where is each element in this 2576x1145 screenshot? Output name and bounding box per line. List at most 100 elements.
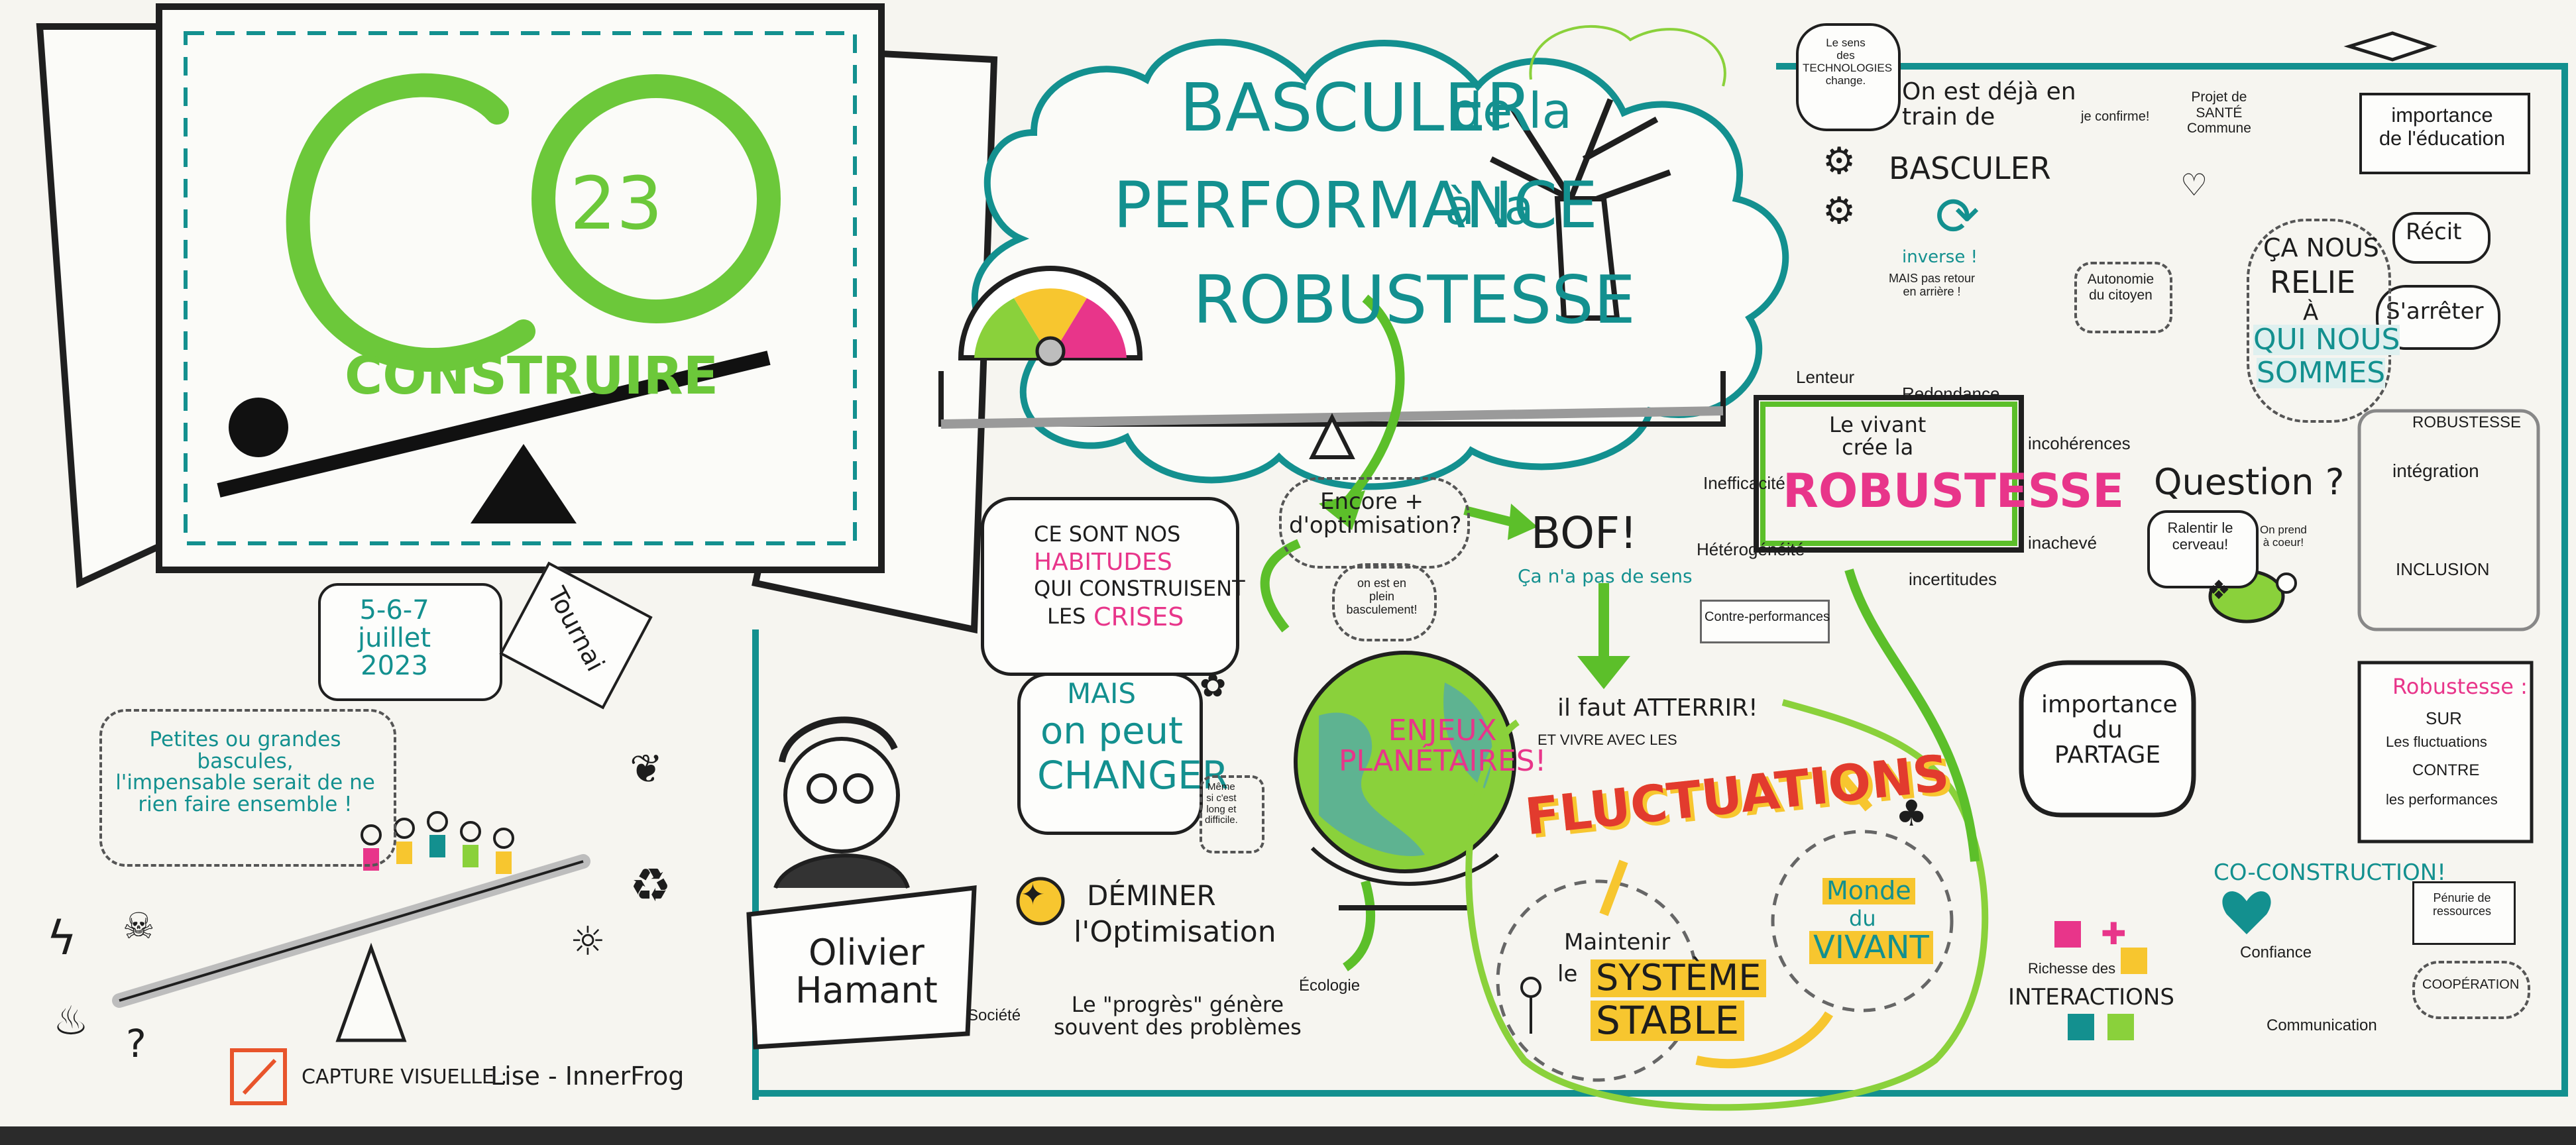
demine-line1: DÉMINER bbox=[1087, 879, 1216, 912]
gear-icon: ⚙ bbox=[1822, 140, 1856, 183]
habits-line3: QUI CONSTRUISENT bbox=[1034, 576, 1245, 601]
integration-bottom: INCLUSION bbox=[2396, 559, 2490, 579]
education-text: importance de l'éducation bbox=[2379, 103, 2506, 150]
maintain-line2: le bbox=[1557, 961, 1578, 987]
fire-icon: ♨ bbox=[53, 998, 89, 1044]
globe-label: ENJEUX PLANÉTAIRES! bbox=[1339, 714, 1547, 779]
title-a-la: à la bbox=[1445, 179, 1534, 236]
robust-around-2: incohérences bbox=[2028, 433, 2131, 453]
relie-line1: ÇA NOUS bbox=[2263, 233, 2379, 262]
education-box bbox=[2359, 93, 2530, 174]
relie-line2: RELIE bbox=[2270, 264, 2356, 300]
monde-line1: Monde bbox=[1822, 877, 1915, 904]
left-bubble-text: Petites ou grandes bascules, l'impensabl… bbox=[115, 728, 375, 816]
skull-icon: ☠ bbox=[123, 905, 155, 947]
robust-sur-line2: SUR bbox=[2426, 708, 2462, 728]
progress-text: Le "progrès" génère souvent des problème… bbox=[1054, 992, 1302, 1040]
richesse-word: INTERACTIONS bbox=[2008, 984, 2174, 1010]
gear-icon-2: ⚙ bbox=[1822, 190, 1856, 233]
puzzle-icon: ✚ bbox=[2101, 916, 2127, 952]
optimisation-bubble bbox=[1279, 477, 1470, 569]
maintain-word1: SYSTÈME bbox=[1591, 959, 1767, 997]
tech-bubble bbox=[1796, 23, 1901, 131]
arreter-text: S'arrêter bbox=[2386, 298, 2484, 325]
robustesse-small: ROBUSTESSE bbox=[2412, 413, 2522, 431]
coconstruction-text: CO-CONSTRUCTION! bbox=[2213, 859, 2446, 886]
logo-word: CONSTRUIRE bbox=[345, 347, 718, 406]
globe-bubble: on est en plein basculement! bbox=[1346, 576, 1418, 617]
change-line3: CHANGER bbox=[1037, 753, 1229, 798]
robust-cluster-word: ROBUSTESSE bbox=[1783, 464, 2125, 518]
confirm-text: je confirme! bbox=[2081, 109, 2150, 124]
robust-cluster-top: Le vivant crée la bbox=[1829, 412, 1927, 460]
robust-contre: Contre-performances bbox=[1705, 610, 1830, 624]
progress-society: Société bbox=[968, 1007, 1021, 1024]
leaf-icon: ❦ bbox=[630, 746, 663, 792]
ralentir-text: Ralentir le cerveau! bbox=[2167, 519, 2233, 553]
deja-word: BASCULER bbox=[1889, 150, 2051, 186]
atterrir-line1: il faut ATTERRIR! bbox=[1557, 694, 1758, 722]
robust-sur-line5: les performances bbox=[2386, 791, 2498, 808]
question-word: Question ? bbox=[2154, 461, 2345, 503]
butterfly-icon: ✿ bbox=[1200, 667, 1227, 704]
floor-strip bbox=[0, 1126, 2576, 1145]
partage-text: importance du PARTAGE bbox=[2041, 691, 2178, 769]
ralentir-bubble bbox=[2147, 510, 2259, 588]
recit-bubble bbox=[2392, 212, 2491, 264]
change-line1: MAIS bbox=[1067, 677, 1137, 710]
relie-line4: QUI NOUS bbox=[2253, 323, 2400, 356]
communication-text: Communication bbox=[2267, 1016, 2377, 1034]
robust-around-0: Lenteur bbox=[1796, 367, 1855, 387]
robust-around-3: Inefficacité bbox=[1703, 473, 1785, 493]
contre-box bbox=[1700, 600, 1830, 643]
robust-sur-line3: Les fluctuations bbox=[2386, 734, 2487, 750]
logo-number: 23 bbox=[570, 161, 663, 246]
relie-line3: À bbox=[2303, 300, 2319, 326]
atterrir-line2: ET VIVRE AVEC LES bbox=[1538, 732, 1677, 748]
date-tag bbox=[318, 583, 502, 701]
habits-line1: CE SONT NOS bbox=[1034, 521, 1181, 547]
demine-line2: l'Optimisation bbox=[1074, 915, 1276, 949]
technologies-text: Le sens des TECHNOLOGIES change. bbox=[1803, 36, 1893, 87]
robust-sur-line1: Robustesse : bbox=[2392, 674, 2528, 699]
deja-line1: On est déjà en train de bbox=[1902, 78, 2076, 131]
question-mark-icon: ? bbox=[126, 1021, 146, 1066]
earth-icon: ♻ bbox=[630, 858, 671, 912]
credit-label: CAPTURE VISUELLE : bbox=[302, 1065, 508, 1089]
robust-around-4: Hétérogénéité bbox=[1697, 539, 1805, 559]
title-performance: PERFORMANCE bbox=[1113, 168, 1598, 243]
title-de-la: de la bbox=[1451, 83, 1572, 140]
bof-sub: Ça n'a pas de sens bbox=[1518, 565, 1693, 587]
robust-sur-line4: CONTRE bbox=[2412, 761, 2480, 779]
maintain-line1: Maintenir bbox=[1564, 929, 1671, 955]
monde-word: VIVANT bbox=[1809, 931, 1933, 964]
optimisation-question: Encore + d'optimisation? bbox=[1289, 488, 1462, 539]
cooperation-text: COOPÉRATION bbox=[2422, 977, 2520, 992]
relie-bubble bbox=[2247, 219, 2391, 423]
habits-line4b: CRISES bbox=[1093, 602, 1184, 631]
prend-text: On prend à coeur! bbox=[2260, 523, 2307, 549]
relie-line5: SOMMES bbox=[2257, 356, 2386, 390]
richesse-line1: Richesse des bbox=[2028, 960, 2116, 977]
cooperation-cloud bbox=[2412, 961, 2530, 1019]
progress-ecology: Écologie bbox=[1299, 977, 1361, 995]
lightbulb-icon: ✦ bbox=[1021, 878, 1045, 912]
confiance-text: Confiance bbox=[2240, 944, 2312, 961]
bof-word: BOF! bbox=[1531, 508, 1638, 559]
integration-top: intégration bbox=[2392, 461, 2479, 481]
cycle-icon: ⟳ bbox=[1935, 186, 1980, 247]
maintain-word2: STABLE bbox=[1591, 1001, 1745, 1041]
event-dates: 5-6-7 juillet 2023 bbox=[358, 595, 431, 681]
side-note: Même si c'est long et difficile. bbox=[1205, 781, 1238, 826]
penurie-text: Pénurie de ressources bbox=[2432, 891, 2492, 918]
robust-around-5: inachevé bbox=[2028, 533, 2098, 553]
deja-inverse: inverse ! bbox=[1902, 247, 1978, 267]
speaker-name: Olivier Hamant bbox=[795, 932, 938, 1011]
left-thought-bubble bbox=[99, 709, 396, 867]
tree-icon: ♣ bbox=[1895, 792, 1928, 834]
penurie-box bbox=[2412, 881, 2516, 945]
lightning-icon: ϟ bbox=[46, 911, 78, 965]
monde-line2: du bbox=[1849, 906, 1876, 931]
